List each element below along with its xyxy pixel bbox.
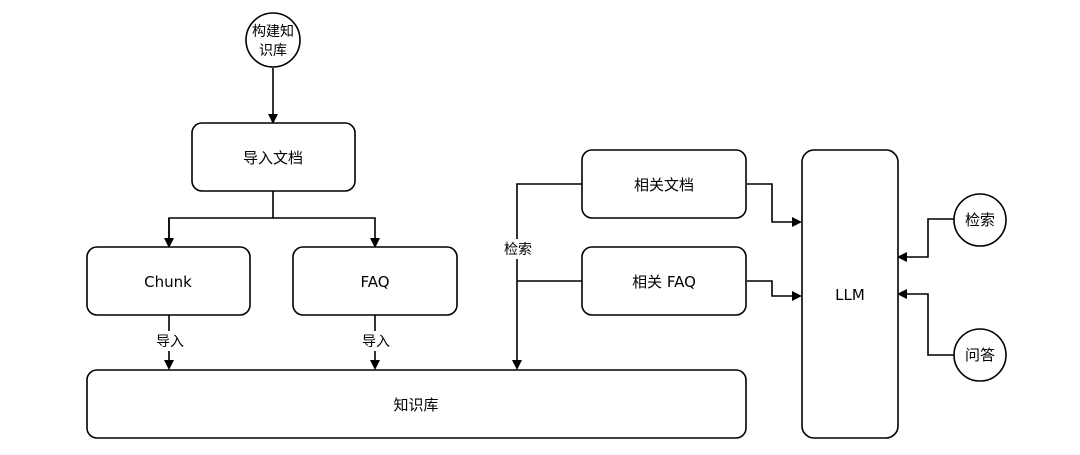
edge-label-faq-import: 导入 — [362, 334, 390, 350]
edge-question-to-llm — [897, 289, 954, 356]
edge-label-chunk-import: 导入 — [156, 334, 184, 350]
edge-related-faq-to-llm — [747, 280, 802, 301]
import-docs-label: 导入文档 — [243, 149, 303, 167]
node-search: 检索 — [953, 193, 1007, 247]
node-knowledge-base: 知识库 — [86, 369, 747, 439]
edge-import-to-faq — [273, 217, 380, 248]
edge-related-docs-to-llm — [747, 183, 802, 227]
faq-label: FAQ — [360, 273, 389, 291]
node-question: 问答 — [953, 328, 1007, 382]
build-kb-label-line1: 构建知 — [252, 23, 294, 40]
edge-search-to-llm — [897, 218, 954, 262]
edge-related-docs-retrieve — [512, 183, 582, 370]
build-kb-label-line2: 识库 — [259, 43, 287, 59]
chunk-label: Chunk — [144, 273, 192, 291]
related-faq-label: 相关 FAQ — [632, 273, 696, 291]
knowledge-base-label: 知识库 — [393, 396, 438, 414]
node-llm: LLM — [801, 149, 899, 439]
node-chunk: Chunk — [86, 246, 251, 316]
related-docs-label: 相关文档 — [634, 176, 694, 194]
node-related-faq: 相关 FAQ — [581, 246, 747, 316]
edge-labels: 导入 导入 检索 — [152, 239, 536, 351]
node-build-knowledge-base: 构建知 识库 — [245, 12, 301, 68]
node-import-documents: 导入文档 — [191, 122, 356, 192]
node-related-documents: 相关文档 — [581, 149, 747, 219]
llm-label: LLM — [835, 286, 865, 304]
edge-label-retrieve: 检索 — [504, 241, 532, 258]
node-faq: FAQ — [292, 246, 458, 316]
question-label: 问答 — [965, 346, 995, 364]
edge-import-trunk — [168, 191, 274, 246]
search-label: 检索 — [965, 211, 995, 229]
